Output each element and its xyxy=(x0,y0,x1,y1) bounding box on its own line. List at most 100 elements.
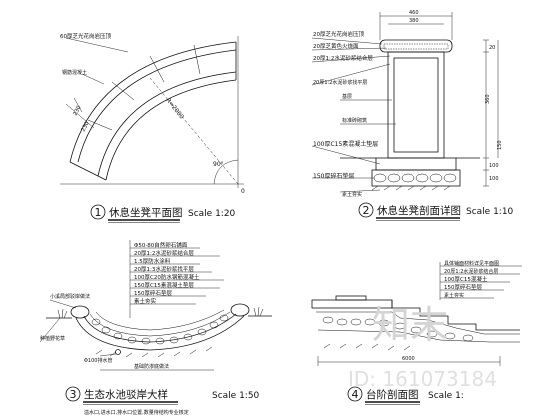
panel-title: 休息坐凳平面图 xyxy=(109,206,183,219)
pond-note: 溢水口,进水口,排水口位置,数量待结构专业核定 xyxy=(84,409,189,416)
bench-outer-arc xyxy=(69,41,237,163)
panel-scale: Scale 1:50 xyxy=(212,391,260,401)
step-label-5: 素土夯实 xyxy=(444,292,464,299)
panel-number: 4 xyxy=(352,388,359,401)
earth-hatch xyxy=(95,346,213,358)
radius-label: R=2000 xyxy=(164,97,185,121)
dim-right-ticks xyxy=(483,39,489,187)
bank-stone-right xyxy=(230,303,250,317)
earth-hatch xyxy=(323,343,411,351)
step-gravel xyxy=(322,316,474,342)
step-profile-under xyxy=(316,311,520,335)
earth-hatch xyxy=(371,185,451,191)
pond-bottom-label-1: Φ100排水管 xyxy=(84,357,112,364)
sec-label-8: 150厚碎石垫层 xyxy=(313,172,354,180)
pond-left-label-1: 小溪局部驳岸做法 xyxy=(50,293,90,300)
leader-top xyxy=(65,37,129,53)
dim-tick-line-2 xyxy=(73,97,83,113)
basin-surface xyxy=(95,309,225,331)
panel-bench-plan: 60厚芝光花岗岩压顶 钢筋混凝土 230 230 R=2000 90° 0 1 … xyxy=(60,32,245,223)
panel-number-circle xyxy=(90,204,106,220)
bench-joint-4 xyxy=(193,44,201,75)
sec-label-9: 素土夯实 xyxy=(342,191,362,198)
watermark-brand: 知末 xyxy=(372,303,448,347)
step-label-4: 150厚碎石垫层 xyxy=(444,283,482,291)
dim-label-230-b: 230 xyxy=(80,120,90,133)
panel-number-circle xyxy=(347,386,363,402)
dim-top-inner-label: 380 xyxy=(409,18,419,24)
panel-title: 休息坐凳剖面详图 xyxy=(377,204,461,217)
bench-outer-arc-2 xyxy=(77,49,237,163)
callout-top: 60厚芝光花岗岩压顶 xyxy=(60,32,111,40)
leader-side xyxy=(81,73,105,85)
bench-inner-arc xyxy=(97,71,237,177)
panel-pond-bank: Φ50-80自然卵石铺面 20厚1:2水泥砂浆结合层 1.5厚防水涂料 20厚1… xyxy=(39,240,272,416)
step-label-1: 具体铺面材料详见平面图 xyxy=(444,260,499,267)
pond-label-4: 20厚1:3水泥砂浆找平层 xyxy=(134,265,194,273)
pond-label-6: 150厚C15素混凝土垫层 xyxy=(134,281,194,289)
sec-label-6: 标准砖砌筑 xyxy=(342,117,367,124)
drain-pipe xyxy=(115,349,121,355)
origin-label: 0 xyxy=(241,188,245,195)
bench-inner-arc-2 xyxy=(105,79,237,181)
pebble-lining xyxy=(91,314,229,345)
pond-bottom-label-2: 基础防渗底做法 xyxy=(134,363,169,370)
panel-number-circle xyxy=(358,202,374,218)
dim-r-4: 100 xyxy=(489,176,499,182)
label-leaders xyxy=(440,265,522,299)
dim-top-label: 460 xyxy=(409,10,419,16)
sec-label-1: 20厚芝光花岗岩压顶 xyxy=(313,30,364,38)
step-slab xyxy=(335,295,367,301)
drain-leader xyxy=(99,353,117,357)
radius-line xyxy=(149,77,239,185)
dim-bottom-label: 6000 xyxy=(402,356,415,362)
dim-label-230: 230 xyxy=(72,104,82,117)
sec-label-3: 20厚1:2水泥砂浆结合层 xyxy=(313,54,373,62)
watermark: 知末 ID: 161073184 xyxy=(348,303,497,391)
pond-left-leader-2 xyxy=(39,317,61,343)
panel-title: 生态水池驳岸大样 xyxy=(84,388,168,401)
panel-bench-section: 460 380 xyxy=(311,10,514,221)
watermark-id: ID: 161073184 xyxy=(348,367,497,391)
bench-end-left xyxy=(69,161,107,181)
bench-joint-1 xyxy=(87,119,113,131)
step-profile xyxy=(391,300,520,331)
sec-label-5: 基层 xyxy=(342,93,352,100)
panel-number: 2 xyxy=(363,204,370,217)
pond-label-2: 20厚1:2水泥砂浆结合层 xyxy=(134,249,194,257)
step-label-2: 20厚1:2水泥砂浆结合层 xyxy=(444,268,498,275)
dim-tick-line xyxy=(65,103,95,129)
dim-r-5: 150 xyxy=(497,140,503,150)
pond-label-3: 1.5厚防水涂料 xyxy=(134,257,171,265)
bench-joint-2 xyxy=(111,81,135,101)
pond-left-label-2: 种植野花草 xyxy=(40,335,65,342)
panel-title: 台阶剖面图 xyxy=(366,388,419,401)
step-base-line xyxy=(317,329,520,343)
basin-layer-3 xyxy=(89,311,231,337)
concrete-base xyxy=(375,157,457,171)
gravel-pattern xyxy=(373,173,457,183)
panel-scale: Scale 1:20 xyxy=(188,209,236,219)
basin-outer xyxy=(75,315,245,351)
pond-label-1: Φ50-80自然卵石铺面 xyxy=(134,241,188,249)
pond-left-leader-1 xyxy=(49,299,77,309)
callout-side: 钢筋混凝土 xyxy=(62,69,87,76)
brick-core xyxy=(393,57,439,153)
pond-label-7: 150厚碎石垫层 xyxy=(134,289,172,297)
pond-label-8: 素土夯实 xyxy=(134,297,157,305)
panel-scale: Scale 1:10 xyxy=(466,207,514,217)
dim-r-2: 360 xyxy=(485,94,491,104)
step-label-3: 100厚C15混凝土 xyxy=(444,275,488,283)
section-leaders xyxy=(311,37,396,193)
panel-scale: Scale 1: xyxy=(428,391,464,401)
angle-arc xyxy=(213,159,239,185)
sec-label-4: 20厚1:2水泥砂浆找平层 xyxy=(313,79,367,86)
sec-label-7: 100厚C15素混凝土垫层 xyxy=(313,140,378,148)
panel-number: 1 xyxy=(95,206,102,219)
sec-label-2: 20厚芝黄色火烧面 xyxy=(313,42,359,50)
brick-body xyxy=(387,51,445,159)
dim-r-1: 20 xyxy=(489,45,495,51)
cap-stone-inner xyxy=(383,43,449,50)
grass-plants xyxy=(57,306,264,319)
